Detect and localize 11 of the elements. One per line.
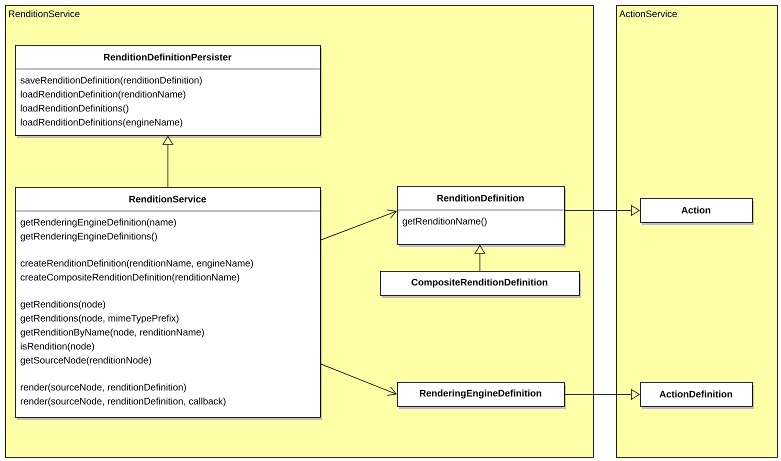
arrow bbox=[564, 204, 640, 216]
arrow bbox=[320, 364, 397, 396]
class-box: RenderingEngineDefinition bbox=[397, 382, 566, 409]
class-box: CompositeRenditionDefinition bbox=[380, 271, 581, 298]
class-box: RenditionService getRenderingEngineDefinition(name) getRenderingEngineDefinitions() createRenditionDefinition(renditionName, engineName) createCompositeRenditionDefinition(renditionName) getRenditions(node) getRenditions(node, mimeTypePrefix) getRenditionByName(node, renditionName) isRendition(node) getSourceNode(renditionNode) render(sourceNode, renditionDefinition) render(sourceNode, renditionDefinition, callback) bbox=[14, 187, 322, 420]
class-box: RenditionDefinition getRenditionName() bbox=[396, 186, 566, 247]
arrow bbox=[564, 388, 640, 400]
class-box: RenditionDefinitionPersister saveRenditionDefinition(renditionDefinition) loadRenditionDefinition(renditionName) loadRenditionDefinitions() loadRenditionDefinitions(engineName) bbox=[14, 45, 322, 138]
class-box: ActionDefinition bbox=[640, 382, 754, 409]
arrow bbox=[320, 210, 397, 240]
class-box: Action bbox=[640, 198, 754, 225]
